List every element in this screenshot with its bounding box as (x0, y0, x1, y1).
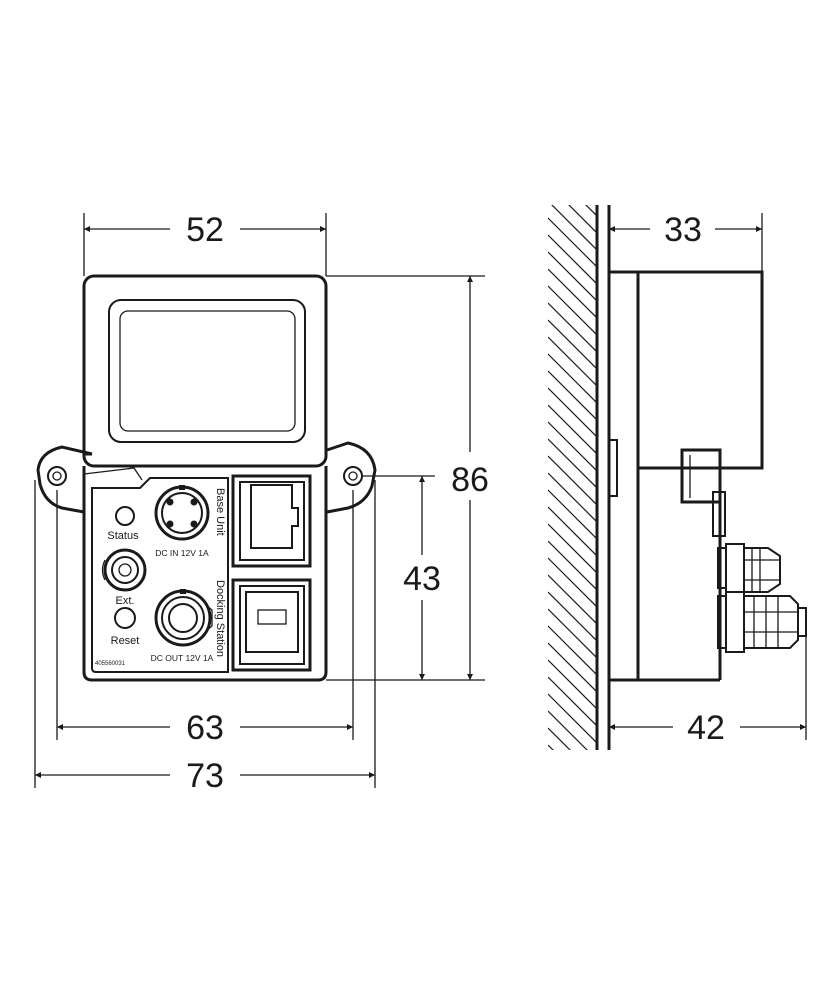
hatch-line (548, 387, 596, 437)
hatch-line (548, 455, 596, 505)
dc-out-connector[interactable] (154, 589, 213, 647)
wall-hatching (548, 150, 600, 848)
hatch-line (548, 285, 596, 335)
hatch-line (548, 438, 596, 488)
hatch-line (548, 251, 596, 301)
dim-73: 73 (186, 757, 224, 795)
reset-button[interactable] (114, 607, 136, 629)
dc-out-label: DC OUT 12V 1A (151, 653, 214, 663)
dc-in-connector[interactable] (154, 485, 210, 541)
ext-label: Ext. (116, 595, 135, 607)
hatch-line (585, 205, 596, 216)
mounting-hole-right (343, 466, 363, 486)
dim-63: 63 (186, 709, 224, 747)
hatch-line (548, 591, 596, 641)
hatch-line (548, 744, 554, 750)
dimension-height-total: 86 (326, 275, 489, 681)
hatch-line (548, 540, 596, 590)
hatch-line (548, 472, 596, 522)
display-window-outer (108, 299, 306, 443)
hatch-line (548, 217, 596, 267)
hatch-line (548, 608, 596, 658)
hatch-line (548, 574, 596, 624)
hatch-line (548, 370, 596, 420)
dimension-hole-spacing: 63 (56, 490, 354, 747)
dimension-width-total: 73 (34, 480, 376, 795)
dimension-depth-body: 33 (609, 211, 763, 272)
hatch-line (548, 506, 596, 556)
connector-panel (91, 477, 229, 673)
upper-housing (82, 274, 328, 468)
base-unit-port[interactable] (231, 474, 312, 568)
dim-43: 43 (403, 560, 441, 598)
status-label: Status (107, 530, 139, 542)
dc-out-plug-side (717, 591, 807, 653)
hatch-line (548, 336, 596, 386)
hatch-line (548, 693, 596, 743)
dim-33: 33 (664, 211, 702, 249)
base-unit-label: Base Unit (214, 488, 226, 536)
hatch-line (548, 727, 571, 750)
hatch-line (551, 205, 596, 250)
hatch-line (548, 404, 596, 454)
hatch-line (568, 205, 596, 233)
hatch-line (548, 779, 600, 831)
hatch-line (548, 234, 596, 284)
hatch-line (548, 710, 588, 750)
hatch-line (548, 353, 596, 403)
dimension-height-connector: 43 (362, 475, 441, 680)
hatch-line (548, 642, 596, 692)
hatch-line (548, 557, 596, 607)
hatch-line (548, 659, 596, 709)
dim-52: 52 (186, 211, 224, 249)
reset-label: Reset (111, 635, 140, 647)
side-view: 33 42 (548, 150, 807, 848)
dimension-width-top: 52 (83, 211, 327, 276)
docking-station-port[interactable] (231, 578, 312, 672)
hatch-line (548, 302, 596, 352)
hatch-line (548, 268, 596, 318)
dim-86: 86 (451, 461, 489, 499)
front-view: Status Ext. Reset DC IN 12V 1A (34, 211, 489, 795)
hatch-line (548, 319, 596, 369)
mounting-flange (36, 441, 377, 514)
ext-knob[interactable] (101, 548, 147, 592)
hatch-line (548, 421, 596, 471)
display-window-inner (119, 310, 296, 432)
lower-housing (82, 466, 328, 682)
dimension-depth-total: 42 (609, 610, 807, 747)
part-number: 405560031 (95, 661, 126, 667)
mounting-hole-left (47, 466, 67, 486)
hatch-line (548, 523, 596, 573)
hatch-line (548, 676, 596, 726)
dc-in-label: DC IN 12V 1A (155, 548, 209, 558)
docking-station-label: Docking Station (214, 580, 226, 657)
dim-42: 42 (687, 709, 725, 747)
status-led (115, 506, 135, 526)
hatch-line (548, 150, 600, 202)
side-body (636, 270, 764, 470)
hatch-line (548, 489, 596, 539)
hatch-line (548, 762, 600, 814)
hatch-line (548, 796, 600, 848)
hatch-line (548, 625, 596, 675)
dc-in-plug-side (717, 543, 781, 593)
